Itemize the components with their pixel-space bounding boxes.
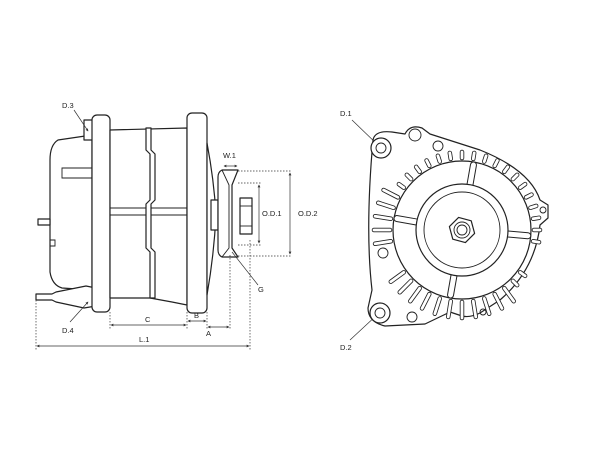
cooling-slot	[524, 193, 533, 199]
label-a: A	[206, 329, 211, 338]
cooling-slot	[502, 165, 510, 174]
wire-lead	[35, 285, 97, 309]
pulley-nut	[448, 216, 476, 244]
cooling-slot	[531, 216, 541, 221]
cooling-slot	[373, 214, 393, 221]
cooling-slot	[511, 173, 519, 181]
cooling-slot	[518, 182, 527, 190]
cooling-slot	[493, 292, 504, 310]
label-g: G	[258, 285, 264, 294]
front-view	[367, 126, 549, 327]
rear-flange	[91, 114, 111, 313]
cooling-slot	[493, 159, 499, 168]
cooling-slot	[482, 154, 488, 163]
cooling-slot	[425, 159, 431, 168]
fan-spoke	[467, 162, 476, 188]
label-b: B	[194, 311, 199, 320]
cooling-slot	[382, 188, 400, 199]
cooling-slot	[389, 270, 406, 284]
cooling-slot	[373, 239, 393, 246]
pulley	[217, 169, 239, 258]
fan-spoke	[394, 216, 420, 225]
cooling-slot	[398, 279, 413, 294]
cooling-slot	[471, 299, 478, 319]
cooling-slot	[502, 286, 516, 303]
cooling-slot	[482, 297, 491, 316]
label-l1: L.1	[139, 335, 149, 344]
side-view	[35, 112, 253, 314]
label-d1: D.1	[340, 109, 352, 118]
cooling-slots	[371, 149, 543, 321]
front-bracket	[186, 112, 208, 314]
cooling-slot	[397, 182, 406, 190]
cooling-slot	[448, 151, 453, 161]
fan-spokes	[393, 161, 532, 299]
label-d4: D.4	[62, 326, 74, 335]
cooling-slot	[436, 154, 442, 163]
cooling-slot	[408, 286, 422, 303]
label-od1: O.D.1	[262, 209, 282, 218]
label-d2: D.2	[340, 343, 352, 352]
cooling-slot	[420, 292, 431, 310]
cooling-slot	[414, 165, 422, 174]
cooling-slot	[518, 270, 527, 278]
cooling-slot	[471, 151, 476, 161]
cooling-slot	[531, 239, 541, 244]
terminal-stud	[37, 218, 51, 226]
label-c: C	[145, 315, 151, 324]
cooling-slot	[446, 299, 453, 319]
cooling-slot	[529, 204, 538, 210]
label-d3: D.3	[62, 101, 74, 110]
mount-hole-d1	[370, 137, 392, 159]
cooling-slot	[511, 279, 519, 287]
fan-spoke	[448, 272, 457, 298]
dimensions	[35, 109, 381, 350]
mount-hole-d2	[369, 302, 391, 324]
pulley-hub	[239, 197, 253, 235]
rear-cover	[49, 134, 93, 291]
label-w1: W.1	[223, 151, 236, 160]
label-od2: O.D.2	[298, 209, 318, 218]
cooling-slot	[376, 201, 395, 210]
cooling-slot	[405, 173, 413, 181]
cooling-slot	[433, 297, 442, 316]
fan-spoke	[505, 231, 531, 239]
